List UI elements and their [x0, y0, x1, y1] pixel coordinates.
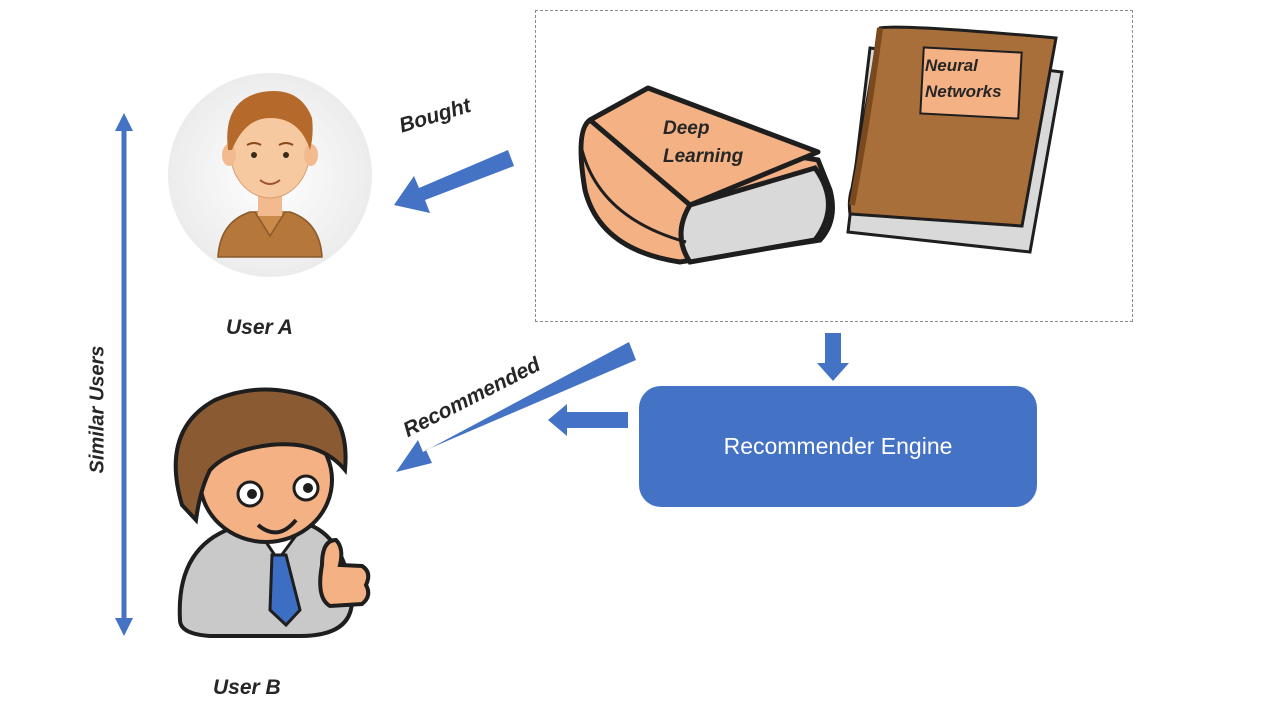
neural-networks-title-1: Neural	[925, 56, 979, 75]
recommender-engine-box: Recommender Engine	[639, 386, 1037, 507]
recommender-engine-label: Recommender Engine	[723, 433, 953, 459]
deep-learning-title-1: Deep	[663, 118, 709, 139]
deep-learning-book: Deep Learning	[578, 85, 835, 265]
neural-networks-book: Neural Networks	[846, 25, 1064, 254]
purchased-books-group	[535, 10, 1133, 322]
user-a-label: User A	[226, 316, 293, 339]
user-b-label: User B	[213, 676, 281, 699]
neural-networks-title-2: Networks	[925, 82, 1002, 101]
deep-learning-title-2: Learning	[663, 146, 744, 167]
